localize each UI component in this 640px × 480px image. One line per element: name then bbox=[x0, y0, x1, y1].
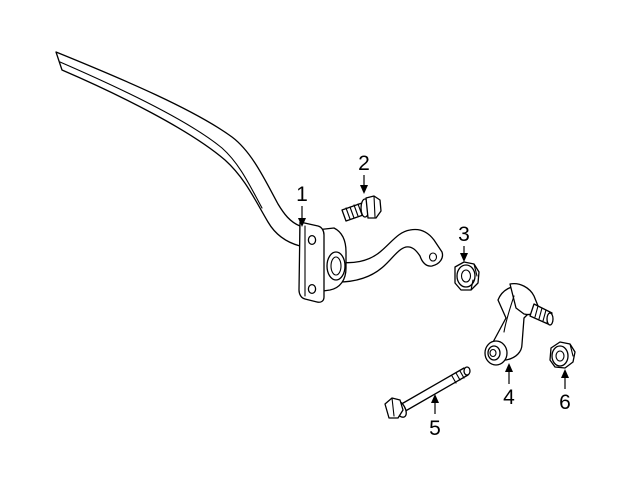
callout-4: 4 bbox=[503, 363, 515, 409]
callout-5: 5 bbox=[429, 394, 441, 440]
callout-label: 3 bbox=[458, 223, 470, 246]
callout-label: 2 bbox=[358, 152, 370, 175]
callout-label: 6 bbox=[559, 391, 571, 414]
stabilizer-bar bbox=[55, 51, 444, 283]
callout-label: 5 bbox=[429, 417, 441, 440]
stabilizer-link bbox=[484, 282, 554, 366]
callout-2: 2 bbox=[358, 152, 370, 194]
callout-3: 3 bbox=[458, 223, 470, 262]
callout-label: 1 bbox=[296, 183, 308, 206]
callout-1: 1 bbox=[296, 183, 308, 227]
link-nut bbox=[454, 261, 480, 291]
link-bolt bbox=[384, 366, 471, 419]
callout-6: 6 bbox=[559, 369, 571, 414]
bracket-bolt bbox=[341, 195, 382, 222]
flange-nut bbox=[549, 341, 576, 369]
bushing-bracket bbox=[298, 221, 347, 303]
callout-label: 4 bbox=[503, 386, 515, 409]
